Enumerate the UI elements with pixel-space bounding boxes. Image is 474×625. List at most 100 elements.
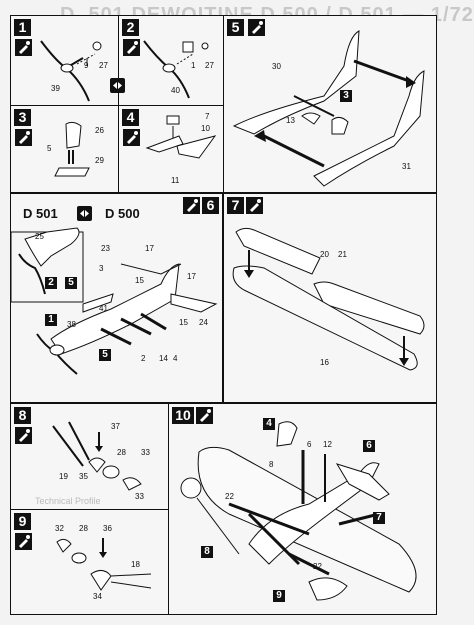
- part-label: 37: [111, 422, 120, 431]
- callout-step-9: 9: [273, 590, 285, 602]
- part-label: 32: [55, 524, 64, 533]
- part-label: 29: [95, 156, 104, 165]
- part-label: 26: [95, 126, 104, 135]
- part-label: 39: [51, 84, 60, 93]
- step-number: 5: [227, 19, 244, 36]
- part-label: 22: [225, 492, 234, 501]
- step-number: 9: [14, 513, 31, 530]
- part-label: 23: [101, 244, 110, 253]
- part-label: 30: [272, 62, 281, 71]
- ghost-text: Technical Profile: [35, 496, 101, 506]
- part-label: 34: [93, 592, 102, 601]
- part-label: 17: [145, 244, 154, 253]
- part-label: 9: [84, 61, 89, 70]
- callout-step-5: 5: [99, 349, 111, 361]
- step-number: 8: [14, 407, 31, 424]
- step-10-panel: 10 8 6 12 22 22 4 6 7 8 9: [168, 403, 437, 615]
- part-label: 12: [323, 440, 332, 449]
- part-label: 19: [59, 472, 68, 481]
- part-label: 13: [286, 116, 295, 125]
- part-label: 6: [307, 440, 312, 449]
- part-label: 3: [99, 264, 104, 273]
- glue-icon: [123, 39, 140, 56]
- part-label: 21: [338, 250, 347, 259]
- part-label: 8: [269, 460, 274, 469]
- part-label: 11: [171, 176, 180, 185]
- alternate-icon: [77, 206, 92, 221]
- step-4-panel: 4 7 10 11: [118, 105, 225, 193]
- nose-assembly-drawing: [10, 227, 218, 375]
- variant-d501-label: D 501: [23, 206, 58, 221]
- step-number: 4: [122, 109, 139, 126]
- callout-step-7: 7: [373, 512, 385, 524]
- part-label: 40: [171, 86, 180, 95]
- callout-step-1: 1: [45, 314, 57, 326]
- part-label: 33: [141, 448, 150, 457]
- step-1-badge: 1: [14, 19, 31, 36]
- step-number: 10: [172, 407, 194, 424]
- part-label: 4: [173, 354, 178, 363]
- step-3-panel: 3 26 5 29: [10, 105, 120, 193]
- part-label: 18: [131, 560, 140, 569]
- part-label: 28: [79, 524, 88, 533]
- callout-step-3: 3: [340, 90, 352, 102]
- propeller-drawing: [40, 40, 102, 102]
- seat-drawing: [54, 121, 90, 177]
- callout-step-4: 4: [263, 418, 275, 430]
- wing-drawing: [232, 227, 425, 371]
- part-label: 22: [313, 562, 322, 571]
- part-label: 10: [201, 124, 210, 133]
- part-label: 35: [79, 472, 88, 481]
- part-label: 15: [135, 276, 144, 285]
- step-1-panel: 1 39 9 27: [10, 15, 120, 107]
- step-6-panel: 6 D 501 D 500 25 23 17 3 15 41 38 17 15 …: [10, 193, 223, 403]
- final-assembly-drawing: [180, 421, 417, 601]
- glue-icon: [15, 39, 32, 56]
- callout-step-6: 6: [363, 440, 375, 452]
- part-label: 27: [205, 61, 214, 70]
- tailwheel-drawing: [56, 538, 152, 591]
- step-7-panel: 7 20 21 16: [223, 193, 437, 403]
- part-label: 25: [35, 232, 44, 241]
- part-label: 20: [320, 250, 329, 259]
- part-label: 38: [67, 320, 76, 329]
- glue-icon: [123, 129, 140, 146]
- part-label: 17: [187, 272, 196, 281]
- step-number: 1: [14, 19, 31, 36]
- callout-step-2: 2: [45, 277, 57, 289]
- step-2-panel: 2 40 1 27: [118, 15, 225, 107]
- propeller-drawing: [143, 40, 209, 99]
- glue-icon: [196, 407, 213, 424]
- step-5-panel: 5 30 13 31 3: [223, 15, 437, 193]
- step-number: 7: [227, 197, 244, 214]
- glue-icon: [15, 533, 32, 550]
- part-label: 1: [191, 61, 196, 70]
- part-label: 33: [135, 492, 144, 501]
- part-label: 36: [103, 524, 112, 533]
- undercarriage-drawing: [52, 421, 142, 491]
- part-label: 24: [199, 318, 208, 327]
- part-label: 15: [179, 318, 188, 327]
- glue-icon: [15, 129, 32, 146]
- part-label: 27: [99, 61, 108, 70]
- part-label: 41: [99, 304, 108, 313]
- step-number: 2: [122, 19, 139, 36]
- part-label: 5: [47, 144, 52, 153]
- variant-d500-label: D 500: [105, 206, 140, 221]
- step-8-panel: 8 37 28 33 19 35 33 Technical Profile: [10, 403, 170, 511]
- part-label: 16: [320, 358, 329, 367]
- part-label: 2: [141, 354, 146, 363]
- tailplane-drawing: [145, 115, 217, 159]
- step-number: 6: [202, 197, 219, 214]
- step-number: 3: [14, 109, 31, 126]
- glue-icon: [246, 197, 263, 214]
- fuselage-drawing: [232, 30, 425, 187]
- part-label: 14: [159, 354, 168, 363]
- step-9-panel: 9 32 28 36 18 34: [10, 509, 170, 615]
- part-label: 31: [402, 162, 411, 171]
- glue-icon: [248, 19, 265, 36]
- part-label: 7: [205, 112, 210, 121]
- part-label: 28: [117, 448, 126, 457]
- alternate-icon: [110, 78, 125, 93]
- glue-icon: [15, 427, 32, 444]
